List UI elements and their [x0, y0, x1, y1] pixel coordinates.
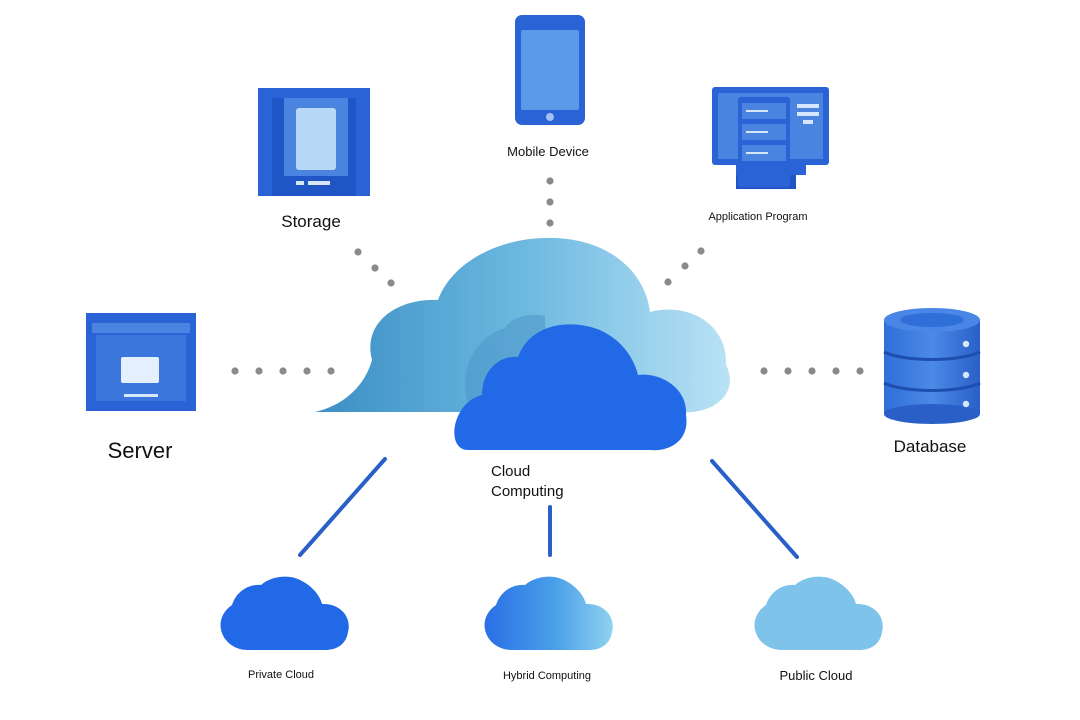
public-cloud-connector — [710, 459, 799, 559]
private-cloud-label: Private Cloud — [247, 669, 315, 681]
private-cloud-icon — [220, 576, 349, 650]
mobile-device-icon — [515, 15, 585, 125]
mobile-connector — [546, 177, 554, 227]
application-program-label: Application Program — [708, 211, 808, 223]
server-label: Server — [107, 438, 173, 463]
public-cloud-icon — [754, 576, 883, 650]
hybrid-computing-label: Hybrid Computing — [502, 670, 592, 682]
server-icon — [86, 313, 196, 411]
central-cloud-icon — [315, 237, 730, 451]
private-cloud-connector — [298, 457, 387, 557]
cloud-computing-label-line1: Cloud — [491, 463, 531, 480]
storage-connector — [354, 248, 395, 287]
database-label: Database — [893, 437, 967, 456]
application-program-icon — [712, 87, 829, 189]
hybrid-cloud-icon — [484, 576, 613, 650]
database-connector — [760, 367, 864, 375]
cloud-computing-label-line2: Computing — [491, 483, 564, 500]
server-connector — [231, 367, 335, 375]
application-connector — [664, 247, 705, 286]
database-icon — [883, 308, 981, 424]
mobile-device-label: Mobile Device — [507, 144, 589, 159]
storage-icon — [258, 88, 370, 196]
storage-label: Storage — [281, 212, 341, 231]
public-cloud-label: Public Cloud — [779, 668, 853, 683]
